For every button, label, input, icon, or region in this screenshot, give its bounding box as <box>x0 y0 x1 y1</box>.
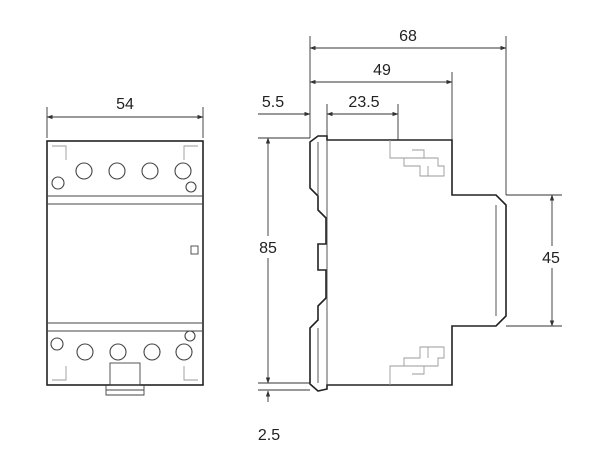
front-width-dimension: 54 <box>46 96 204 138</box>
top-terminal-screw <box>51 176 65 190</box>
bottom-dimension: 2.5 <box>258 389 310 444</box>
bottom-terminal-screw <box>143 343 161 361</box>
indicator-window <box>190 245 199 255</box>
front-view: 54 <box>46 96 204 396</box>
bottom-terminal-screw <box>50 337 64 351</box>
depth-dimension: 49 <box>309 62 453 85</box>
height-dimension: 85 <box>254 137 310 384</box>
front-width-label: 54 <box>116 96 134 113</box>
bottom-terminal-screw <box>184 330 196 342</box>
top-terminal-screw <box>75 162 93 180</box>
face-dimension: 45 <box>506 194 566 327</box>
lower-terminal-detail <box>389 346 445 385</box>
top-terminal-screw <box>141 162 159 180</box>
bottom-terminal-screw <box>109 343 127 361</box>
top-terminal-screw <box>174 162 192 180</box>
top-terminal-screw <box>108 162 126 180</box>
bottom-terminal-screw <box>76 343 94 361</box>
side-housing <box>309 135 507 392</box>
overall-depth-dimension: 68 <box>309 28 507 51</box>
din-clip <box>109 362 141 386</box>
depth-label: 49 <box>373 62 391 79</box>
bottom-label: 2.5 <box>258 427 280 444</box>
upper-terminal-detail <box>389 140 445 177</box>
face-label: 45 <box>542 250 560 267</box>
top-terminal-screw <box>185 181 197 193</box>
rail-label: 23.5 <box>348 94 379 111</box>
overall-depth-label: 68 <box>399 28 417 45</box>
side-view: 68 49 5.5 23.5 85 2. <box>254 28 566 444</box>
rail-dimension: 23.5 <box>327 94 399 117</box>
offset-dimension: 5.5 <box>258 94 342 117</box>
offset-label: 5.5 <box>262 94 284 111</box>
bottom-terminal-screw <box>175 343 193 361</box>
height-label: 85 <box>259 240 277 257</box>
